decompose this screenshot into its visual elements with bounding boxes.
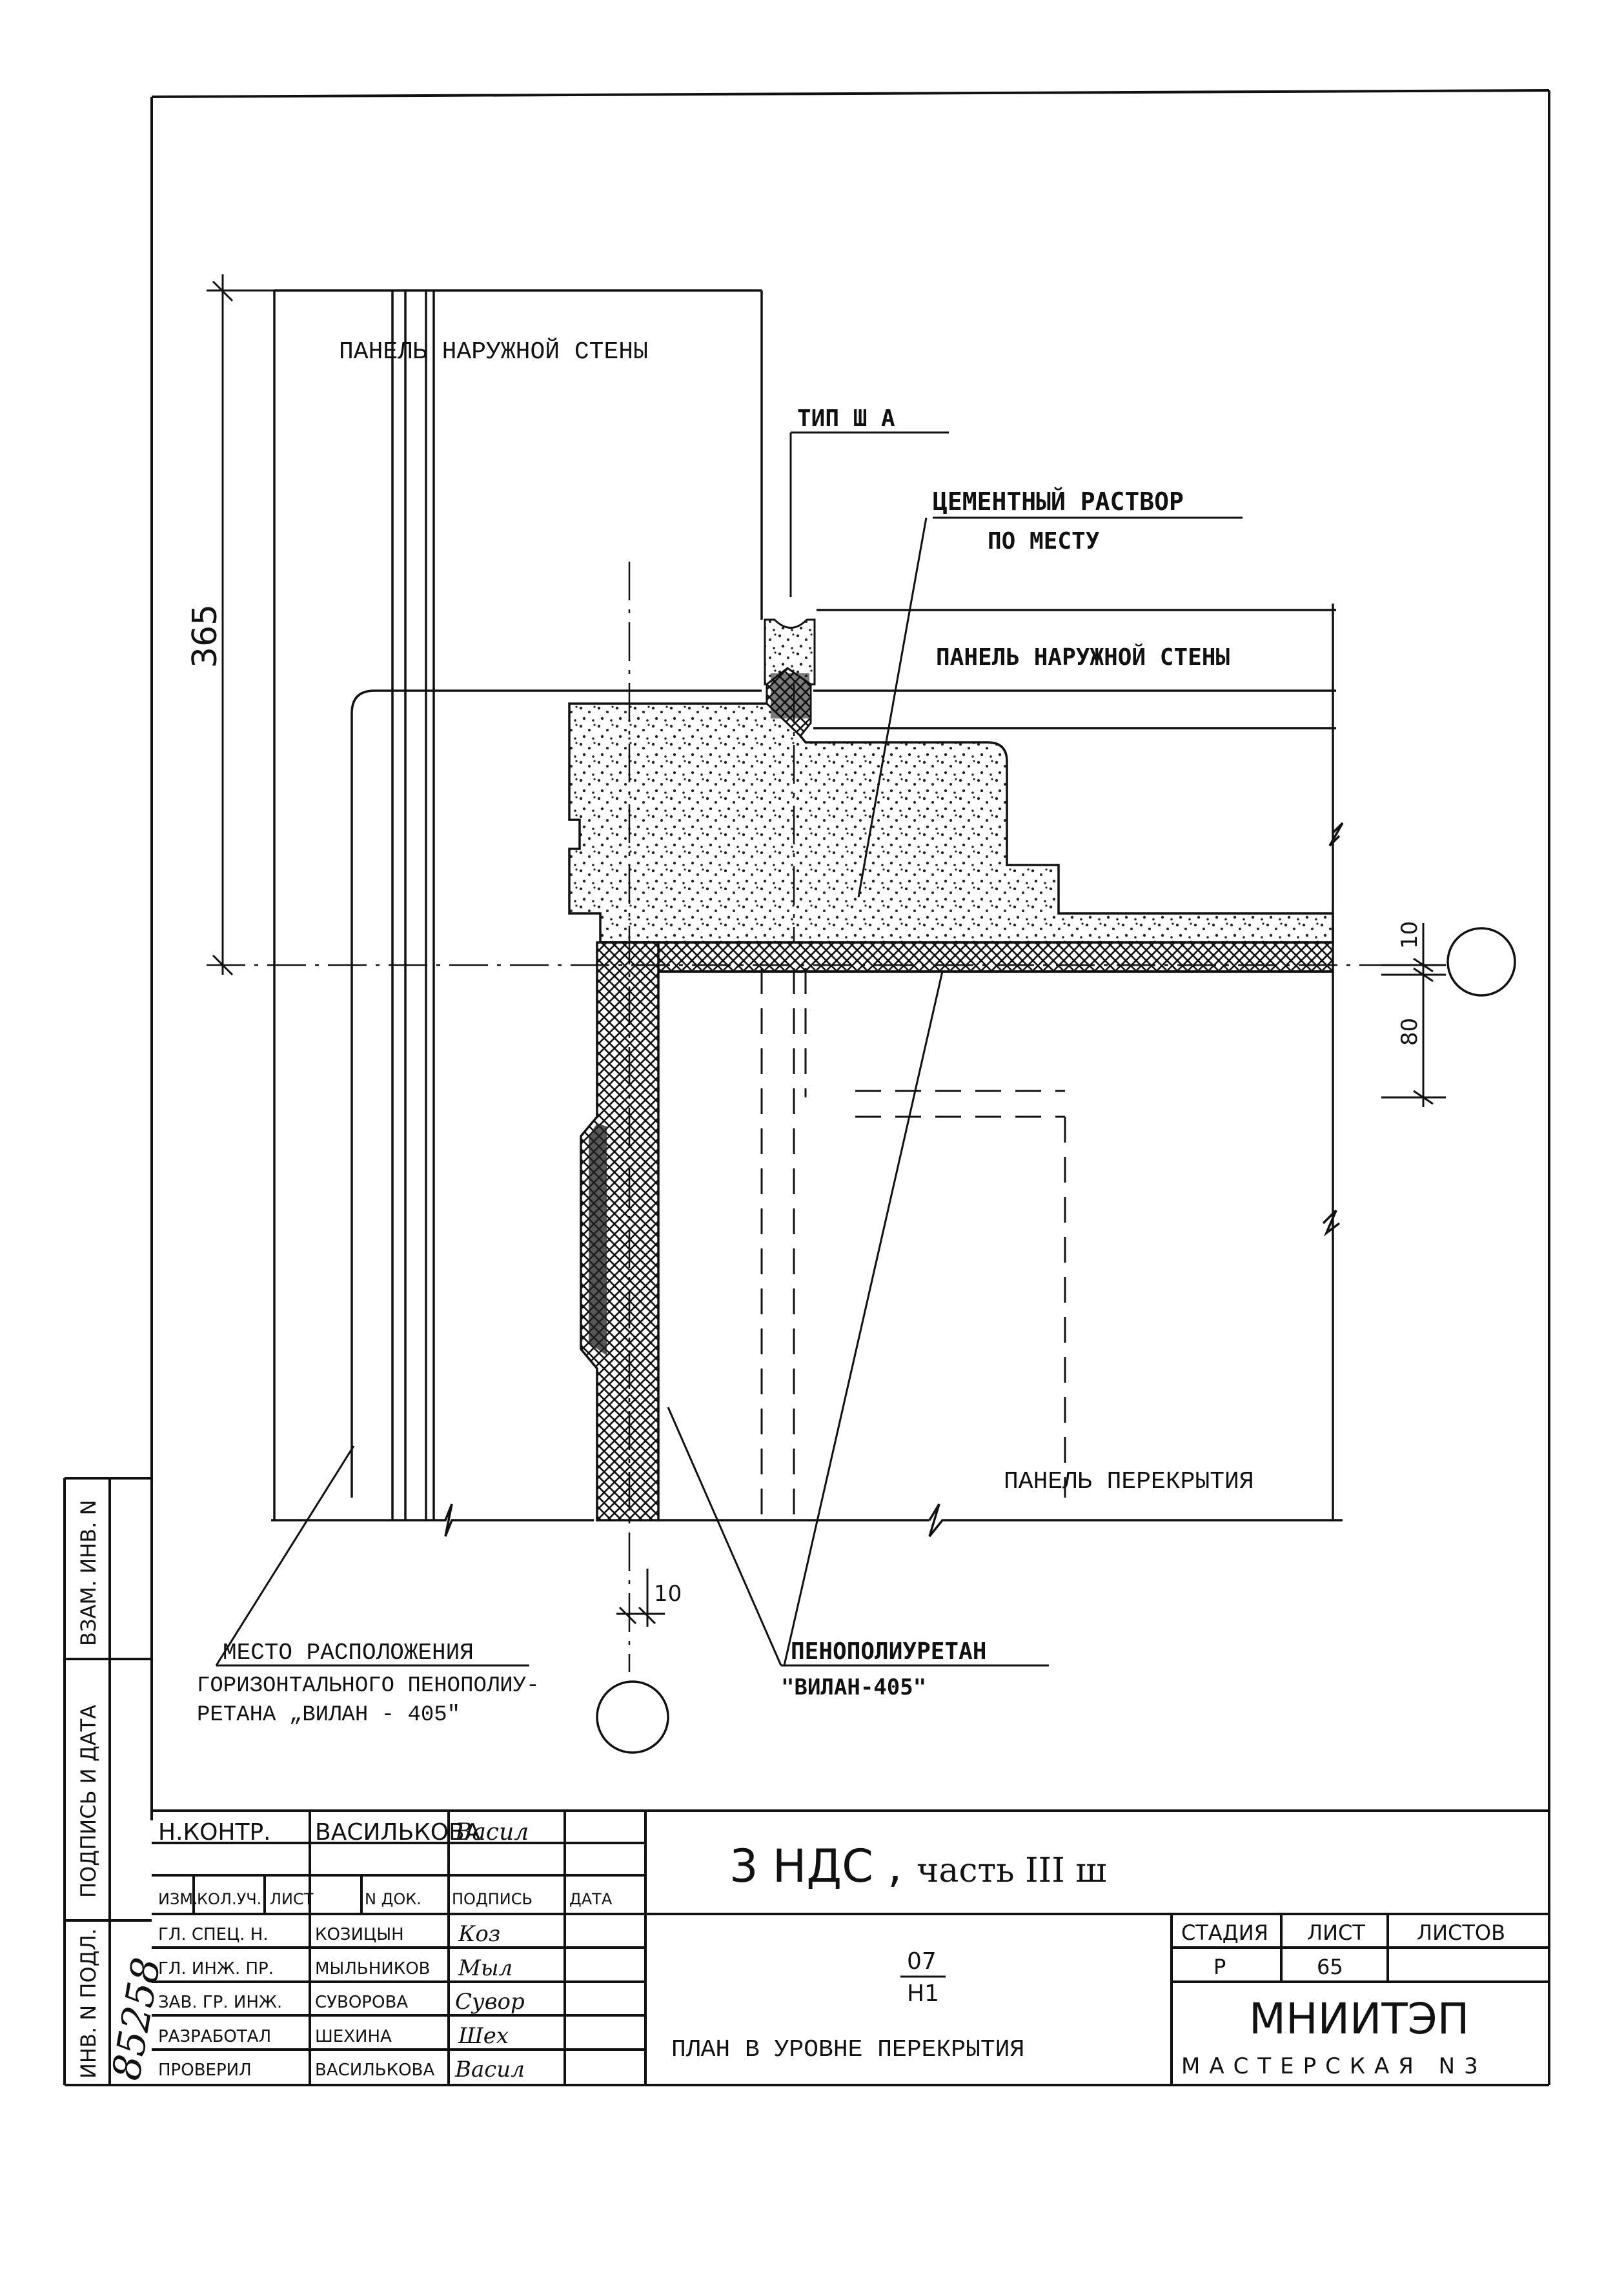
label-type: ТИП Ш А	[797, 405, 895, 432]
label-ppu-2: "ВИЛАН-405"	[781, 1674, 926, 1700]
tb-nkontr-name: ВАСИЛЬКОВА	[315, 1819, 481, 1846]
tb-nkontr-role: Н.КОНТР.	[158, 1819, 271, 1846]
tb-row3-sign: Сувор	[455, 1989, 525, 2015]
tb-sheet-num-bottom: Н1	[907, 1980, 939, 2007]
tb-sheet-num-top: 07	[907, 1948, 937, 1975]
title-block-grid	[152, 1809, 1549, 2085]
sheet-frame	[65, 89, 1550, 2086]
label-cement-2: ПО МЕСТУ	[988, 528, 1100, 555]
tb-row4-role: РАЗРАБОТАЛ	[158, 2027, 271, 2046]
side-stamp	[63, 1477, 152, 2085]
label-outer-wall-left: ПАНЕЛЬ НАРУЖНОЙ СТЕНЫ	[339, 337, 648, 366]
ppu-vertical-dark	[589, 1123, 607, 1356]
tb-list-value: 65	[1317, 1955, 1343, 1979]
tb-stage-header: СТАДИЯ	[1181, 1920, 1268, 1945]
tb-col-data: ДАТА	[569, 1890, 613, 1908]
joint-seal	[764, 618, 816, 738]
label-ppu-1: ПЕНОПОЛИУРЕТАН	[791, 1638, 986, 1665]
hidden-lines	[760, 968, 1066, 1520]
tb-row5-role: ПРОВЕРИЛ	[158, 2061, 252, 2080]
tb-stage-value: Р	[1213, 1955, 1226, 1979]
dim-10-right-label: 10	[1397, 921, 1423, 949]
dim-10-bottom-label: 10	[654, 1581, 682, 1607]
tb-col-podpis: ПОДПИСЬ	[452, 1890, 533, 1908]
tb-row4-sign: Шех	[458, 2023, 509, 2049]
tb-row1-sign: Коз	[458, 1921, 500, 1947]
side-inv-podl: ИНВ. N ПОДЛ.	[76, 1928, 101, 2079]
tb-row4-name: ШЕХИНА	[315, 2027, 392, 2046]
outer-wall-panel-left	[271, 289, 763, 1537]
label-cement: ЦЕМЕНТНЫЙ РАСТВОР	[933, 487, 1184, 516]
dimension-right	[1381, 923, 1446, 1107]
tb-row2-name: МЫЛЬНИКОВ	[315, 1959, 431, 1979]
tb-nkontr-sign: Васил	[454, 1819, 529, 1846]
label-location-3: РЕТАНА „ВИЛАН - 405"	[197, 1703, 460, 1727]
tb-row5-name: ВАСИЛЬКОВА	[315, 2061, 434, 2080]
outer-wall-panel-right	[813, 604, 1344, 942]
dimension-bottom	[616, 1569, 665, 1627]
tb-designation: 3 НДС ,	[729, 1840, 902, 1893]
dimension-365	[207, 274, 284, 976]
label-floor-panel: ПАНЕЛЬ ПЕРЕКРЫТИЯ	[1004, 1468, 1254, 1496]
label-location-2: ГОРИЗОНТАЛЬНОГО ПЕНОПОЛИУ-	[197, 1674, 540, 1698]
tb-col-ndok: N ДОК.	[365, 1890, 421, 1908]
tb-org-sub: МАСТЕРСКАЯ N3	[1181, 2053, 1487, 2079]
tb-row5-sign: Васил	[454, 2057, 525, 2082]
tb-sheet-title: ПЛАН В УРОВНЕ ПЕРЕКРЫТИЯ	[671, 2036, 1024, 2064]
tb-row3-name: СУВОРОВА	[315, 1993, 408, 2012]
tb-row1-name: КОЗИЦЫН	[315, 1925, 404, 1944]
tb-list-header: ЛИСТ	[1307, 1920, 1365, 1945]
ppu-vertical	[580, 941, 660, 1522]
label-location-1: МЕСТО РАСПОЛОЖЕНИЯ	[223, 1640, 474, 1666]
tb-part: часть III ш	[917, 1851, 1107, 1890]
side-podpis-data: ПОДПИСЬ И ДАТА	[76, 1705, 101, 1898]
tb-org-name: МНИИТЭП	[1249, 1994, 1469, 2044]
ppu-horizontal	[599, 941, 1334, 973]
floor-panel	[658, 972, 1343, 1538]
tb-col-izm: ИЗМ.	[158, 1890, 198, 1908]
leader-lines	[215, 431, 1243, 1667]
tb-row3-role: ЗАВ. ГР. ИНЖ.	[158, 1993, 282, 2012]
axis-marker-bottom	[596, 1680, 669, 1754]
label-outer-wall-right: ПАНЕЛЬ НАРУЖНОЙ СТЕНЫ	[936, 644, 1230, 671]
dim-80-label: 80	[1397, 1018, 1423, 1046]
axis-lines	[207, 562, 1423, 1672]
cement-mortar-fill	[568, 702, 1334, 944]
side-vzam-inv: ВЗАМ. ИНВ. N	[76, 1500, 101, 1646]
tb-row2-role: ГЛ. ИНЖ. ПР.	[158, 1959, 274, 1979]
dim-365-label: 365	[186, 604, 225, 668]
axis-marker-right	[1446, 927, 1516, 997]
tb-listov-header: ЛИСТОВ	[1417, 1920, 1505, 1945]
tb-row2-sign: Мыл	[458, 1955, 513, 1981]
tb-row1-role: ГЛ. СПЕЦ. Н.	[158, 1925, 269, 1944]
tb-col-kol: КОЛ.УЧ.	[197, 1890, 261, 1908]
tb-col-list: ЛИСТ	[270, 1890, 314, 1908]
